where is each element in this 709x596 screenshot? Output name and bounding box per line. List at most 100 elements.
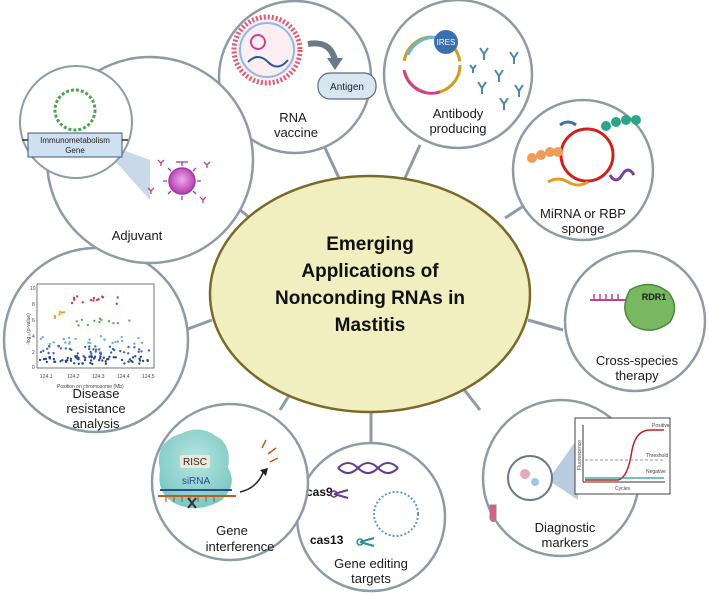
manhattan-point <box>73 298 76 301</box>
manhattan-point <box>137 350 140 353</box>
manhattan-point <box>82 355 85 358</box>
rna-vaccine-label-line-2: vaccine <box>274 125 318 140</box>
negative-label: Negative <box>646 469 666 475</box>
disease-xtick: 124.2 <box>67 374 80 380</box>
disease-yaxis-label: -log₁₀(p-value) <box>26 313 32 345</box>
antigen-box <box>317 72 377 100</box>
manhattan-point <box>74 337 77 341</box>
center-title-line-4: Mastitis <box>335 315 406 336</box>
manhattan-point <box>59 360 62 363</box>
manhattan-point <box>103 338 106 341</box>
manhattan-point <box>116 340 120 343</box>
disease-ytick: 10 <box>30 286 36 292</box>
manhattan-point <box>84 356 87 359</box>
manhattan-point <box>97 359 101 362</box>
manhattan-point <box>39 350 43 354</box>
manhattan-point <box>146 359 149 363</box>
manhattan-point <box>90 354 93 358</box>
manhattan-point <box>98 320 101 324</box>
manhattan-point <box>121 339 124 343</box>
adjuvant-label: Adjuvant <box>112 228 163 243</box>
manhattan-point <box>111 341 114 345</box>
manhattan-point <box>64 341 67 344</box>
manhattan-point <box>62 337 65 341</box>
manhattan-point <box>89 350 92 354</box>
manhattan-point <box>141 359 145 363</box>
manhattan-point <box>48 345 51 348</box>
manhattan-point <box>46 347 49 350</box>
node-antibody-producing: IRES Antibody producing <box>382 0 534 150</box>
manhattan-point <box>108 345 112 348</box>
manhattan-point <box>86 323 90 327</box>
sample-magnifier-icon <box>507 455 553 501</box>
manhattan-point <box>127 360 130 363</box>
manhattan-point <box>104 362 108 365</box>
gene-editing-label-line-1: Gene editing <box>334 556 408 571</box>
ires-badge <box>434 30 458 54</box>
manhattan-point <box>128 319 131 322</box>
arrow-icon <box>307 40 338 61</box>
manhattan-point <box>102 356 106 359</box>
manhattan-point <box>92 357 96 360</box>
antibody-label-line-1: Antibody <box>433 106 484 121</box>
connector-cross-species <box>527 318 564 332</box>
manhattan-point <box>53 315 56 318</box>
manhattan-point <box>107 357 110 361</box>
node-diagnostic: Positive Threshold Negative Cycles Fluor… <box>481 398 671 558</box>
manhattan-point <box>38 358 42 362</box>
scissors-icon-3 <box>187 497 197 509</box>
manhattan-point <box>94 350 97 353</box>
manhattan-point <box>92 296 96 300</box>
connector-antibody <box>403 144 422 179</box>
manhattan-point <box>127 352 130 355</box>
manhattan-point <box>131 356 135 359</box>
manhattan-point <box>108 355 111 358</box>
manhattan-point <box>94 345 97 348</box>
node-gene-interference: RISC siRNA Gene interference <box>150 402 310 562</box>
node-mirna-sponge: MiRNA or RBP sponge <box>511 98 655 242</box>
manhattan-point <box>130 359 133 363</box>
disease-xticks: 124.1 124.2 124.3 124.4 124.5 <box>40 374 155 380</box>
sirna-label: siRNA <box>182 476 211 487</box>
manhattan-point <box>116 322 120 325</box>
connector-disease <box>184 318 213 332</box>
manhattan-point <box>101 359 104 362</box>
manhattan-point <box>42 357 46 361</box>
center-node: Emerging Applications of Nonconding RNAs… <box>208 174 532 414</box>
disease-xtick: 124.1 <box>40 374 53 380</box>
manhattan-point <box>92 299 95 302</box>
connector-mirna <box>504 203 526 220</box>
manhattan-point <box>81 362 84 365</box>
cross-species-label-line-1: Cross-species <box>596 353 679 368</box>
cell-receptors-icon <box>163 161 201 200</box>
rdr1-enzyme-icon <box>624 283 676 331</box>
manhattan-point <box>98 348 101 351</box>
cas13-label: cas13 <box>310 533 344 547</box>
manhattan-point <box>84 345 87 349</box>
adjuvant-particles-icon <box>147 159 211 203</box>
manhattan-point <box>66 356 70 360</box>
risc-label: RISC <box>183 457 207 468</box>
rdr1-label: RDR1 <box>642 292 667 302</box>
manhattan-point <box>74 356 78 359</box>
manhattan-plot-panel <box>36 283 155 369</box>
node-cross-species: RDR1 Cross-species therapy <box>563 249 707 393</box>
manhattan-point <box>140 341 144 345</box>
manhattan-point <box>41 336 44 339</box>
manhattan-point <box>81 301 85 304</box>
disease-yticks: 0 2 4 6 8 10 <box>30 286 36 371</box>
center-title-line-3: Nonconding RNAs in <box>275 288 465 309</box>
antibody-icons <box>469 47 524 110</box>
manhattan-points <box>38 295 151 366</box>
manhattan-point <box>88 338 91 341</box>
manhattan-point <box>87 341 90 344</box>
manhattan-point <box>114 340 117 344</box>
disease-ytick: 8 <box>32 302 35 308</box>
manhattan-point <box>91 362 94 366</box>
manhattan-point <box>127 345 130 349</box>
circular-target-icon <box>373 491 419 537</box>
gene-interference-label-line-1: Gene <box>216 523 248 538</box>
manhattan-point <box>58 313 61 316</box>
